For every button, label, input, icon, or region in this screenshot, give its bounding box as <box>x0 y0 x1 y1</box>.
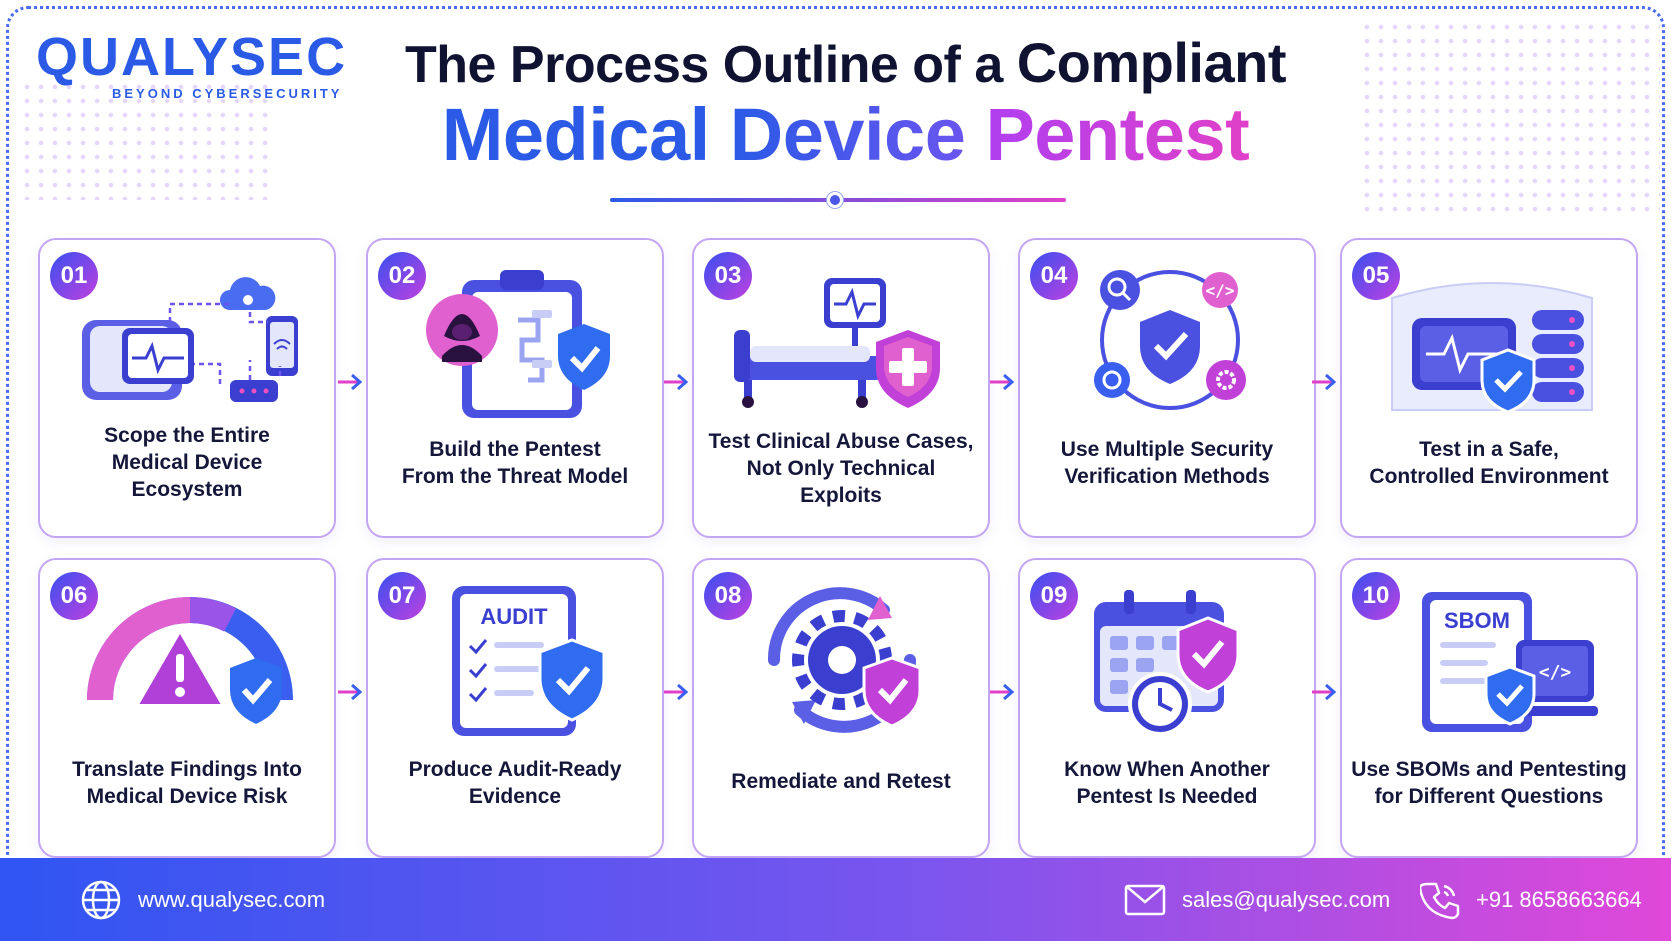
arrow-right-icon <box>664 683 689 701</box>
step-number-badge: 07 <box>378 572 426 620</box>
dot-pattern-right <box>1360 20 1660 220</box>
arrow-right-icon <box>338 683 363 701</box>
page-title-line2: Medical Device Pentest <box>0 92 1671 177</box>
arrow-right-icon <box>990 683 1015 701</box>
page-title-line1: The Process Outline of a Compliant <box>0 30 1671 95</box>
email-link[interactable]: sales@qualysec.com <box>1182 886 1391 912</box>
globe-icon <box>81 880 121 919</box>
phone-icon <box>1420 882 1460 919</box>
hospital-bed-shield-icon <box>734 278 940 408</box>
title-divider-dot <box>827 192 843 208</box>
step-card-06: 06 Translate Findings Into Medical Devic… <box>38 558 336 858</box>
arrow-right-icon <box>664 373 689 391</box>
step-number-badge: 02 <box>378 252 426 300</box>
step-title: Scope the Entire Medical Device Ecosyste… <box>104 424 270 501</box>
step-title: Translate Findings Into Medical Device R… <box>72 758 302 808</box>
logo-tagline: BEYOND CYBERSECURITY <box>112 86 343 101</box>
step-title: Use SBOMs and Pentesting for Different Q… <box>1351 758 1627 808</box>
step-number-badge: 03 <box>704 252 752 300</box>
arrow-right-icon <box>1312 373 1337 391</box>
audit-label: AUDIT <box>480 604 548 629</box>
audit-document-icon: AUDIT <box>452 586 606 736</box>
sbom-label: SBOM <box>1444 608 1510 633</box>
step-title: Test Clinical Abuse Cases, Not Only Tech… <box>708 430 974 507</box>
title-line2-c: Pentest <box>985 93 1250 176</box>
step-card-03: 03 Test Clinical Abuse Cases, Not Only T… <box>692 238 990 538</box>
footer-phone[interactable]: +91 8658663664 <box>1420 858 1642 941</box>
step-number-badge: 01 <box>50 252 98 300</box>
svg-text:</>: </> <box>1539 662 1572 683</box>
mail-icon <box>1124 884 1166 915</box>
controlled-environment-icon <box>1391 282 1593 414</box>
device-ecosystem-icon <box>82 277 298 402</box>
step-number-badge: 09 <box>1030 572 1078 620</box>
step-card-08: 08 Remediate and Retest <box>692 558 990 858</box>
page-frame <box>6 6 1665 856</box>
step-title: Remediate and Retest <box>731 770 951 793</box>
step-number-badge: 08 <box>704 572 752 620</box>
step-card-04: 04 </> Use Multiple Security Verificatio… <box>1018 238 1316 538</box>
dot-pattern-left <box>20 80 270 200</box>
step-card-02: 02 Build the Pentest From the Threat Mod… <box>366 238 664 538</box>
phone-number[interactable]: +91 8658663664 <box>1476 886 1642 912</box>
title-line1-a: The Process Outline of a <box>405 36 1003 94</box>
logo-name: QUALYSEC <box>36 27 348 87</box>
sbom-monitor-icon: SBOM </> <box>1422 592 1598 732</box>
title-line2-b: Device <box>729 93 966 176</box>
remediate-retest-gear-icon <box>767 587 922 733</box>
calendar-clock-icon <box>1094 590 1240 736</box>
verification-methods-icon: </> <box>1094 270 1246 410</box>
title-line2-a: Medical <box>441 93 710 176</box>
step-number-badge: 10 <box>1352 572 1400 620</box>
step-number-badge: 04 <box>1030 252 1078 300</box>
svg-text:</>: </> <box>1206 281 1235 300</box>
arrow-right-icon <box>1312 683 1337 701</box>
step-card-05: 05 Test in a Safe, Controlled Environmen… <box>1340 238 1638 538</box>
step-title: Test in a Safe, Controlled Environment <box>1369 438 1609 488</box>
step-title: Produce Audit-Ready Evidence <box>408 758 622 808</box>
step-card-10: 10 SBOM </> Use SBOMs and Pentesting for… <box>1340 558 1638 858</box>
step-card-07: 07 AUDIT Produce Audit-Ready Evidence <box>366 558 664 858</box>
title-line1-b: Compliant <box>1016 31 1287 94</box>
step-title: Use Multiple Security Verification Metho… <box>1060 438 1274 488</box>
threat-model-clipboard-icon <box>426 270 610 418</box>
arrow-right-icon <box>338 373 363 391</box>
step-number-badge: 05 <box>1352 252 1400 300</box>
footer-email[interactable]: sales@qualysec.com <box>1124 858 1390 941</box>
step-title: Build the Pentest From the Threat Model <box>401 438 629 488</box>
step-card-01: 01 Scope the Entire Medical Device Ecosy… <box>38 238 336 538</box>
qualysec-logo: QUALYSEC BEYOND CYBERSECURITY <box>36 28 356 108</box>
step-title: Know When Another Pentest Is Needed <box>1064 758 1270 808</box>
arrow-right-icon <box>990 373 1015 391</box>
step-card-09: 09 Know When Another Pentest Is Needed <box>1018 558 1316 858</box>
website-link[interactable]: www.qualysec.com <box>138 886 326 912</box>
risk-gauge-icon <box>87 597 293 724</box>
footer-website[interactable]: www.qualysec.com <box>80 858 325 941</box>
step-number-badge: 06 <box>50 572 98 620</box>
contact-footer: www.qualysec.com sales@qualysec.com +91 … <box>0 858 1671 941</box>
